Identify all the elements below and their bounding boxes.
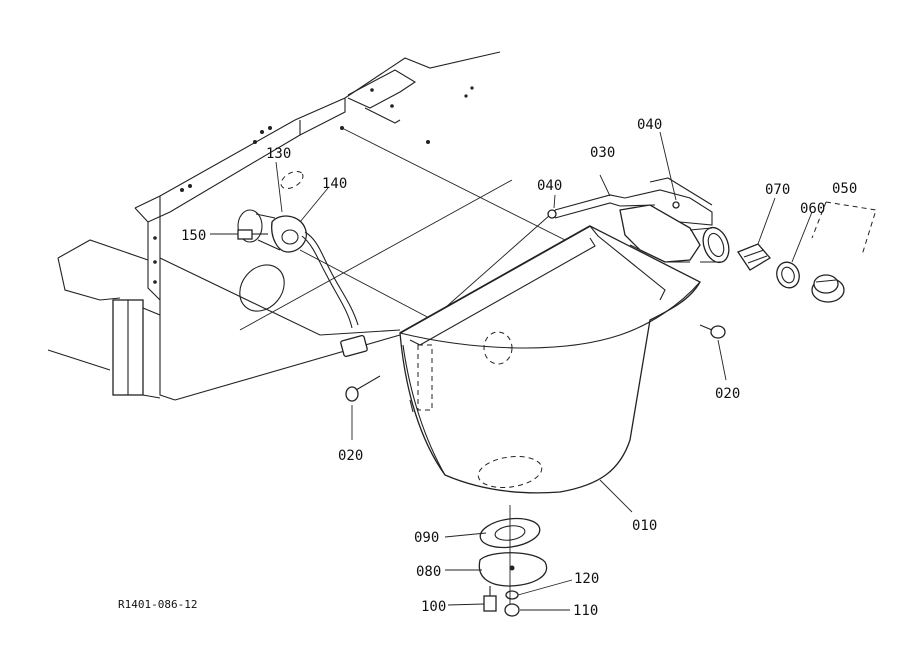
drain-plug	[483, 586, 497, 612]
gasket-ring	[776, 261, 800, 289]
strainer	[737, 243, 771, 271]
bolt-right	[699, 324, 726, 339]
frame-panel	[134, 51, 501, 401]
callout-060: 060	[800, 201, 825, 217]
filler-cap	[811, 274, 845, 303]
callout-030: 030	[590, 145, 615, 161]
callout-020-left: 020	[338, 448, 363, 464]
callout-010: 010	[632, 518, 657, 534]
callout-110: 110	[573, 603, 598, 619]
callout-050: 050	[832, 181, 857, 197]
bracket-bolt	[547, 201, 680, 219]
callout-020-right: 020	[715, 386, 740, 402]
callout-140: 140	[322, 176, 347, 192]
drain-nut	[504, 603, 520, 617]
sensor-bolt	[237, 229, 268, 240]
fuel-sensor	[237, 209, 307, 253]
callout-090: 090	[414, 530, 439, 546]
cap-assembly-bracket	[811, 201, 877, 256]
callout-040-left: 040	[537, 178, 562, 194]
drain-plate	[478, 552, 548, 587]
callout-100: 100	[421, 599, 446, 615]
bolt-left	[345, 375, 381, 402]
wire-harness	[301, 231, 368, 358]
callout-070: 070	[765, 182, 790, 198]
filler-pipe	[689, 226, 730, 264]
callout-leaders	[210, 131, 813, 611]
callout-150: 150	[181, 228, 206, 244]
side-member	[47, 239, 161, 399]
callout-130: 130	[266, 146, 291, 162]
drawing-code: R1401-086-12	[118, 598, 197, 611]
callout-120: 120	[574, 571, 599, 587]
callout-040-right: 040	[637, 117, 662, 133]
callout-080: 080	[416, 564, 441, 580]
fuel-tank	[399, 225, 701, 494]
drain-washer	[505, 590, 519, 600]
